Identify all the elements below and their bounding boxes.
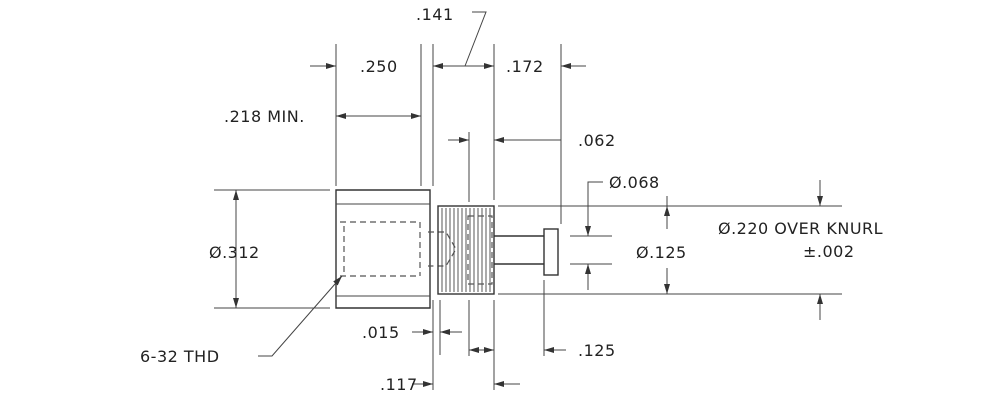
thread-hidden-lines [340, 221, 421, 277]
dimension-lines [233, 11, 823, 387]
dim-dia-068: Ø.068 [609, 173, 660, 192]
dim-dia-312: Ø.312 [209, 243, 260, 262]
dim-141: .141 [416, 5, 454, 24]
pin-cap [543, 228, 559, 276]
thread-callout: 6-32 THD [140, 347, 220, 366]
dim-117: .117 [380, 375, 418, 394]
part-outline [335, 189, 559, 309]
pin-shaft [494, 235, 544, 265]
dim-250: .250 [360, 57, 398, 76]
dim-015: .015 [362, 323, 400, 342]
dim-dia-220-knurl: Ø.220 OVER KNURL [718, 219, 883, 238]
dim-dia-125: Ø.125 [636, 243, 687, 262]
dim-125: .125 [578, 341, 616, 360]
dim-218-min: .218 MIN. [224, 107, 305, 126]
extension-lines [214, 44, 842, 390]
knurled-head [437, 205, 495, 295]
dimension-labels: .141 .250 .172 .218 MIN. .062 Ø.068 Ø.31… [140, 5, 883, 394]
knurl-pattern [441, 208, 491, 292]
dim-062: .062 [578, 131, 616, 150]
dim-220-tolerance: ±.002 [803, 242, 855, 261]
dim-172: .172 [506, 57, 544, 76]
body-cylinder [335, 189, 431, 309]
